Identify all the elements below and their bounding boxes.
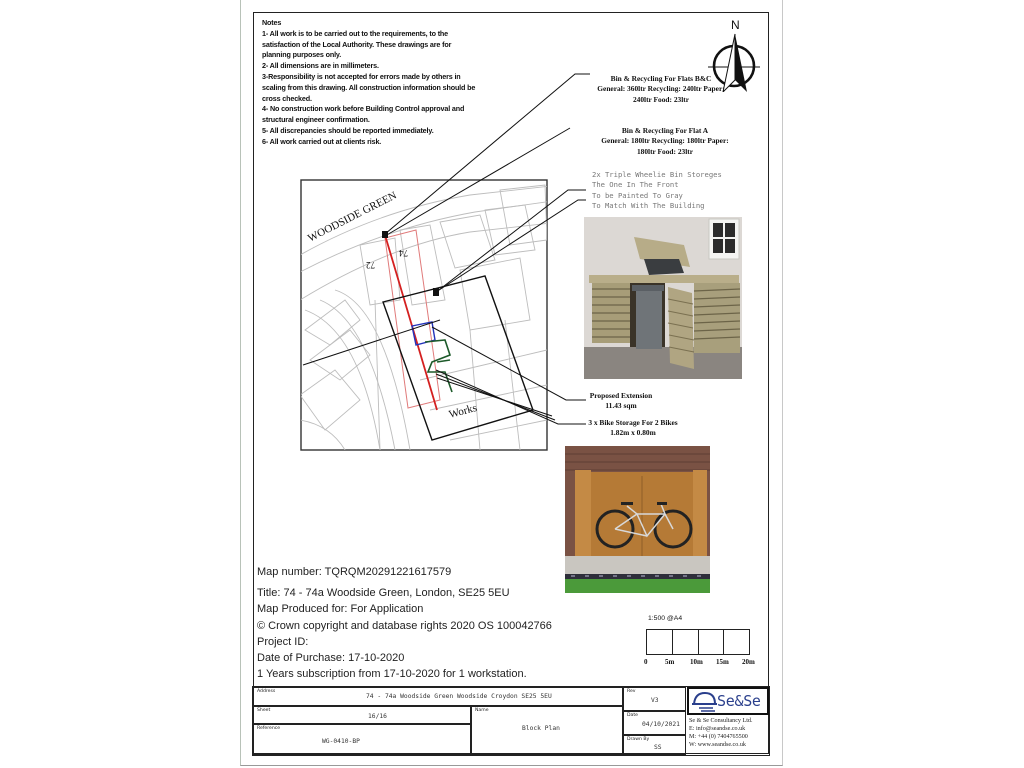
date-of-purchase: Date of Purchase: 17-10-2020 [257, 652, 405, 665]
callout-text: The One In The Front [592, 180, 679, 190]
map-info-block: Map number: TQRQM20291221617579 Title: 7… [257, 564, 552, 682]
callout-text: 180ltr Food: 23ltr [636, 146, 694, 156]
date-label: Date [627, 713, 638, 718]
name-cell: Name Block Plan [471, 706, 623, 755]
callout-text: 240ltr Food: 23ltr [632, 94, 690, 104]
notes-block: Notes 1- All work is to be carried out t… [262, 18, 492, 148]
drawn-by-cell: Drawn By SS [623, 735, 686, 755]
address-value: 74 - 74a Woodside Green Woodside Croydon… [366, 693, 552, 700]
callout-value: 1.82m x 0.80m [610, 428, 656, 438]
map-produced-for: Map Produced for: For Application [257, 603, 424, 616]
note-line: 5- All discrepancies should be reported … [262, 125, 434, 135]
note-line: planning purposes only. [262, 50, 342, 60]
reference-cell: Reference WG-0410-BP [253, 724, 471, 755]
callout-text: To Match With The Building [592, 201, 705, 211]
note-line: satisfaction of the Local Authority. The… [262, 39, 452, 49]
callout-bins-flat-a: Bin & Recycling For Flat A General: 180l… [590, 126, 740, 157]
company-logo: Se&Se [687, 687, 769, 715]
address-label: Address [257, 689, 276, 694]
sheet-label: Sheet [257, 708, 271, 713]
date-value: 04/10/2021 [642, 721, 680, 728]
callout-title: Proposed Extension [589, 391, 653, 400]
map-number: Map number: TQRQM20291221617579 [257, 566, 452, 578]
note-line: scaling from this drawing. All construct… [262, 82, 476, 92]
logo-text: Se&Se [717, 692, 761, 710]
name-label: Name [475, 708, 489, 713]
callout-text: General: 180ltr Recycling: 180ltr Paper: [601, 136, 729, 146]
north-arrow-icon [708, 33, 760, 92]
callout-title: Bin & Recycling For Flats B&C [610, 74, 712, 83]
wooden-bin-store-photo [584, 217, 742, 379]
company-name: Se & Se Consultancy Ltd. [689, 718, 753, 724]
bike-store-photo [565, 446, 710, 593]
callout-bins-flats-bc: Bin & Recycling For Flats B&C General: 3… [586, 74, 736, 105]
company-email: E: info@seandse.co.uk [689, 725, 746, 732]
company-website: W: www.seandse.co.uk [689, 741, 746, 748]
subscription-info: 1 Years subscription from 17-10-2020 for… [257, 668, 527, 681]
company-contact: Se & Se Consultancy Ltd. E: info@seandse… [689, 718, 752, 750]
notes-heading: Notes [262, 18, 282, 27]
scale-label: 1:500 @A4 [648, 615, 683, 622]
note-line: 1- All work is to be carried out to the … [262, 28, 449, 38]
address-cell: Address 74 - 74a Woodside Green Woodside… [253, 687, 623, 706]
hard-hat-icon [692, 691, 717, 712]
note-line: 6- All work carried out at clients risk. [262, 136, 382, 146]
drawing-frame [253, 12, 769, 754]
title-block: Address 74 - 74a Woodside Green Woodside… [252, 686, 770, 756]
note-line: 3-Responsibility is not accepted for err… [262, 71, 461, 81]
note-line: 2- All dimensions are in millimeters. [262, 61, 379, 71]
bin-store-photo [584, 217, 742, 379]
note-line: cross checked. [262, 93, 312, 103]
scale-tick: 15m [716, 658, 729, 666]
callout-proposed-extension: Proposed Extension 11.43 sqm [586, 391, 656, 412]
rev-cell: Rev V3 [623, 687, 686, 711]
note-line: 4- No construction work before Building … [262, 104, 465, 114]
drawn-by-value: SS [654, 744, 662, 751]
note-line: structural engineer confirmation. [262, 115, 370, 125]
scale-tick: 20m [742, 658, 755, 666]
callout-title: Bin & Recycling For Flat A [621, 126, 709, 135]
scale-tick: 0 [644, 658, 648, 666]
map-title: Title: 74 - 74a Woodside Green, London, … [257, 587, 510, 600]
rev-label: Rev [627, 689, 636, 694]
callout-bike-storage: 3 x Bike Storage For 2 Bikes 1.82m x 0.8… [588, 418, 678, 439]
scale-tick: 10m [690, 658, 703, 666]
drawn-by-label: Drawn By [627, 737, 650, 742]
date-cell: Date 04/10/2021 [623, 711, 686, 735]
drawing-name: Block Plan [522, 725, 560, 732]
north-label: N [731, 18, 740, 32]
callout-bin-storage: 2x Triple Wheelie Bin Storeges The One I… [592, 170, 722, 212]
company-mobile: M: +44 (0) 7404765500 [689, 733, 748, 740]
callout-text: 2x Triple Wheelie Bin Storeges [592, 170, 722, 179]
wooden-bike-store-photo [565, 446, 710, 593]
north-arrow: N [703, 18, 763, 92]
rev-value: V3 [651, 697, 659, 704]
callout-value: 11.43 sqm [605, 401, 637, 411]
scale-bar: 1:500 @A4 0 5m 10m 15m 20m [640, 615, 760, 675]
sheet-cell: Sheet 16/16 [253, 706, 471, 724]
sheet-value: 16/16 [368, 713, 387, 720]
callout-title: 3 x Bike Storage For 2 Bikes [588, 418, 678, 427]
scale-tick: 5m [665, 658, 675, 666]
project-id: Project ID: [257, 635, 309, 648]
callout-text: General: 360ltr Recycling: 240ltr Paper: [597, 84, 725, 94]
scale-bar-graphic [646, 629, 750, 655]
copyright-notice: © Crown copyright and database rights 20… [257, 619, 552, 632]
reference-value: WG-0410-BP [322, 738, 360, 745]
callout-text: To be Painted To Gray [592, 190, 683, 200]
reference-label: Reference [257, 726, 281, 731]
